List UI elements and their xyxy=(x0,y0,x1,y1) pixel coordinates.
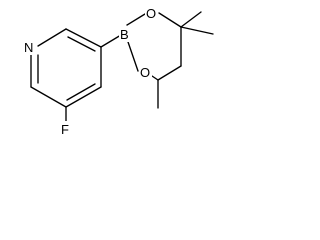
bond-c5-c6 xyxy=(30,86,67,108)
structure-diagram: N B O O F xyxy=(0,0,224,154)
atom-b: B xyxy=(119,26,131,42)
atom-o-top: O xyxy=(145,5,158,21)
bond-methyl-2 xyxy=(180,26,214,35)
atom-f: F xyxy=(60,121,72,137)
bond-n-c2 xyxy=(37,28,67,47)
double-bond-c4-c5-inner xyxy=(66,83,96,101)
bond-chme-o-bottom xyxy=(151,75,159,81)
bond-ch2-chme xyxy=(157,65,182,81)
bond-o-top-c xyxy=(158,12,182,28)
bond-o-bottom-b xyxy=(126,38,139,72)
bond-b-o-top xyxy=(126,13,146,26)
molecule-svg: N B O O F xyxy=(24,5,214,137)
bond-methyl-1 xyxy=(180,11,202,28)
atom-label-b: B xyxy=(120,27,129,42)
atom-o-bottom: O xyxy=(139,64,152,80)
bond-c4-c5 xyxy=(65,86,102,108)
bond-c2-c3 xyxy=(65,28,102,48)
bond-c3-b xyxy=(100,34,122,48)
pyridine-ring xyxy=(30,28,102,108)
atom-label-n: N xyxy=(24,40,33,55)
dioxaborinane-ring xyxy=(126,12,182,81)
atom-n: N xyxy=(24,39,36,55)
atom-label-f: F xyxy=(61,122,69,137)
double-bond-c2-c3-inner xyxy=(67,36,96,52)
atom-label-o-bottom: O xyxy=(140,65,150,80)
atom-label-o-top: O xyxy=(146,6,156,21)
